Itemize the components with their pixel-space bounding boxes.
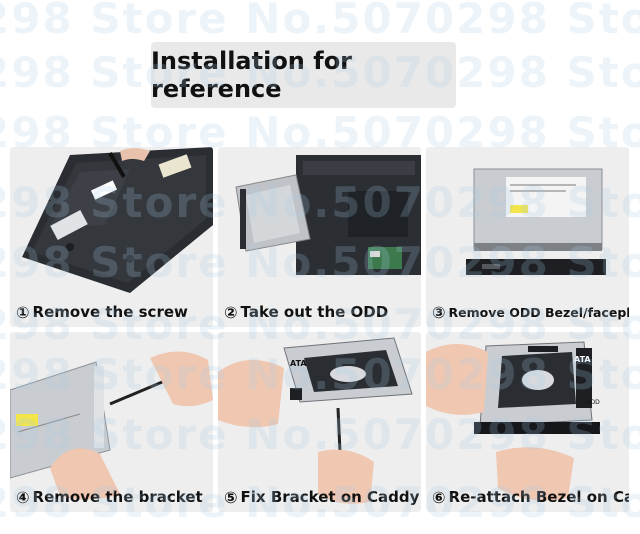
step-6-caption: ⑥ Re-attach Bezel on Caddy — [432, 485, 629, 509]
step-2-panel: ② Take out the ODD — [218, 147, 421, 327]
step-3-panel: ③ Remove ODD Bezel/faceplate — [426, 147, 629, 327]
watermark-text: 298 Store No.5070298 Store No.5070298 St… — [0, 0, 640, 43]
step-number: ③ — [432, 302, 446, 322]
step-label: Remove the screw — [32, 303, 188, 321]
caddy-sublabel: HDD — [586, 399, 600, 406]
step-label: Take out the ODD — [240, 303, 389, 321]
caddy-label: ATA — [290, 359, 307, 368]
step-label: Re-attach Bezel on Caddy — [448, 488, 629, 506]
page-title: Installation for reference — [151, 47, 353, 103]
caddy-bracket-illustration: ATA — [218, 337, 413, 504]
step-label: Remove ODD Bezel/faceplate — [448, 304, 629, 320]
step-5-panel: ATA ⑤ Fix Bracket on Caddy — [218, 332, 421, 512]
step-number: ② — [224, 302, 238, 322]
bracket-removal-illustration — [10, 351, 213, 500]
step-4-panel: ④ Remove the bracket — [10, 332, 213, 512]
step-number: ④ — [16, 487, 30, 507]
step-6-panel: ATA HDD ⑥ Re-attach Bezel on Caddy — [426, 332, 629, 512]
step-number: ⑥ — [432, 487, 446, 507]
caddy-label: ATA — [574, 355, 591, 364]
odd-removal-illustration — [235, 155, 421, 275]
step-1-panel: ① Remove the screw — [10, 147, 213, 327]
step-number: ⑤ — [224, 487, 238, 507]
odd-bezel-illustration — [466, 168, 606, 275]
step-1-caption: ① Remove the screw — [16, 300, 211, 324]
step-2-caption: ② Take out the ODD — [224, 300, 419, 324]
step-label: Remove the bracket — [32, 488, 203, 506]
step-number: ① — [16, 302, 30, 322]
bezel-reattach-illustration: ATA HDD — [426, 341, 600, 501]
step-5-caption: ⑤ Fix Bracket on Caddy — [224, 485, 419, 509]
step-label: Fix Bracket on Caddy — [240, 488, 420, 506]
title-box: Installation for reference — [151, 42, 456, 108]
step-4-caption: ④ Remove the bracket — [16, 485, 211, 509]
laptop-bottom-illustration — [22, 147, 213, 293]
step-3-caption: ③ Remove ODD Bezel/faceplate — [432, 300, 629, 324]
